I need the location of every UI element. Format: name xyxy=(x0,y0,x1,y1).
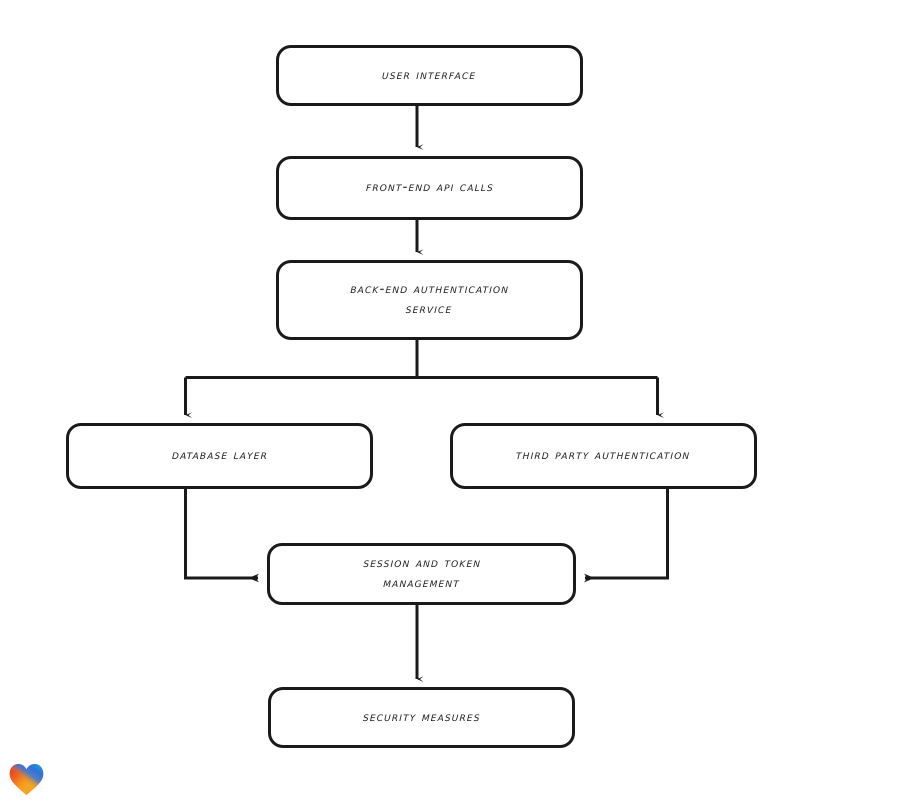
node-database-layer[interactable]: DATABASE LAYER xyxy=(66,423,373,489)
node-user-interface-label: USER INTERFACE xyxy=(382,66,477,83)
node-database-layer-label: DATABASE LAYER xyxy=(171,447,268,464)
node-session-and-token-management-label: SESSION AND TOKEN MANAGEMENT xyxy=(362,555,482,591)
node-backend-authentication-service-label: BACK-END AUTHENTICATION SERVICE xyxy=(350,281,510,317)
node-third-party-authentication[interactable]: THIRD PARTY AUTHENTICATION xyxy=(450,423,757,489)
heart-icon[interactable] xyxy=(8,761,45,798)
node-session-and-token-management[interactable]: SESSION AND TOKEN MANAGEMENT xyxy=(267,543,576,605)
node-third-party-authentication-label: THIRD PARTY AUTHENTICATION xyxy=(516,447,691,464)
node-frontend-api-calls-label: FRONT-END API CALLS xyxy=(365,179,494,196)
node-user-interface[interactable]: USER INTERFACE xyxy=(276,45,583,106)
node-backend-authentication-service[interactable]: BACK-END AUTHENTICATION SERVICE xyxy=(276,260,583,340)
node-security-measures[interactable]: SECURITY MEASURES xyxy=(268,687,575,748)
node-frontend-api-calls[interactable]: FRONT-END API CALLS xyxy=(276,156,583,220)
node-security-measures-label: SECURITY MEASURES xyxy=(362,708,481,725)
edge-third-party-to-session xyxy=(584,489,669,583)
edge-database-to-session xyxy=(184,489,259,583)
